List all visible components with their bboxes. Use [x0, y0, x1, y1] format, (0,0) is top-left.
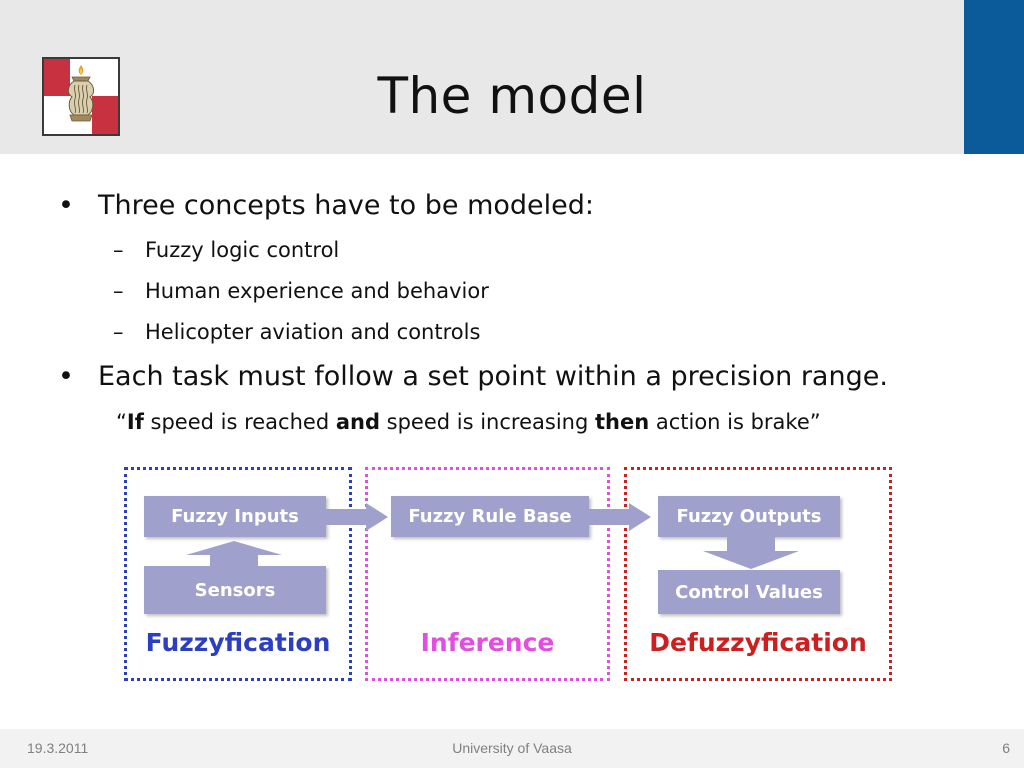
bullet-item: • Three concepts have to be modeled: — [58, 190, 594, 221]
footer-date: 19.3.2011 — [27, 740, 89, 756]
inference-label: Inference — [420, 628, 555, 657]
sub-bullet-text: Human experience and behavior — [145, 279, 489, 303]
slide-header — [0, 0, 1024, 154]
rule-quote: “If speed is reached and speed is increa… — [116, 410, 821, 434]
fuzzy-rule-base-box: Fuzzy Rule Base — [391, 496, 589, 537]
bullet-dot-icon: • — [58, 190, 74, 221]
bullet-dot-icon: • — [58, 361, 74, 392]
sub-bullet-text: Fuzzy logic control — [145, 238, 340, 262]
quote-open: “ — [116, 410, 127, 434]
sub-bullet-item: –Human experience and behavior — [113, 279, 489, 303]
page-number: 6 — [1002, 740, 1010, 756]
fuzzy-inputs-box: Fuzzy Inputs — [144, 496, 326, 537]
bullet-text: Each task must follow a set point within… — [98, 361, 888, 392]
keyword-if: If — [126, 410, 144, 434]
arrow-down-icon — [703, 537, 799, 569]
defuzzyfication-label: Defuzzyfication — [649, 628, 867, 657]
sub-bullet-item: –Fuzzy logic control — [113, 238, 339, 262]
bullet-text: Three concepts have to be modeled: — [98, 190, 594, 221]
sub-bullet-item: –Helicopter aviation and controls — [113, 320, 480, 344]
defuzzyfication-group — [624, 467, 892, 681]
fuzzyfication-label: Fuzzyfication — [145, 628, 331, 657]
slide-title: The model — [377, 67, 647, 125]
university-logo — [42, 57, 120, 136]
arrow-up-icon — [186, 541, 282, 567]
keyword-and: and — [335, 410, 380, 434]
logo-emblem-icon — [44, 59, 118, 134]
footer-bar — [0, 729, 1024, 768]
quote-text: speed is reached — [143, 410, 336, 434]
arrow-right-icon — [326, 503, 388, 531]
sensors-box: Sensors — [144, 566, 326, 614]
arrow-right-icon — [589, 503, 651, 531]
en-dash-icon: – — [113, 279, 124, 303]
inference-group — [365, 467, 610, 681]
en-dash-icon: – — [113, 238, 124, 262]
control-values-box: Control Values — [658, 570, 840, 614]
en-dash-icon: – — [113, 320, 124, 344]
quote-text: action is brake — [649, 410, 810, 434]
accent-bar — [964, 0, 1024, 154]
footer-organization: University of Vaasa — [452, 740, 572, 756]
fuzzy-outputs-box: Fuzzy Outputs — [658, 496, 840, 537]
bullet-item: • Each task must follow a set point withi… — [58, 361, 888, 392]
fuzzyfication-group — [124, 467, 352, 681]
quote-text: speed is increasing — [379, 410, 595, 434]
quote-close: ” — [809, 410, 821, 434]
sub-bullet-text: Helicopter aviation and controls — [145, 320, 481, 344]
keyword-then: then — [594, 410, 650, 434]
